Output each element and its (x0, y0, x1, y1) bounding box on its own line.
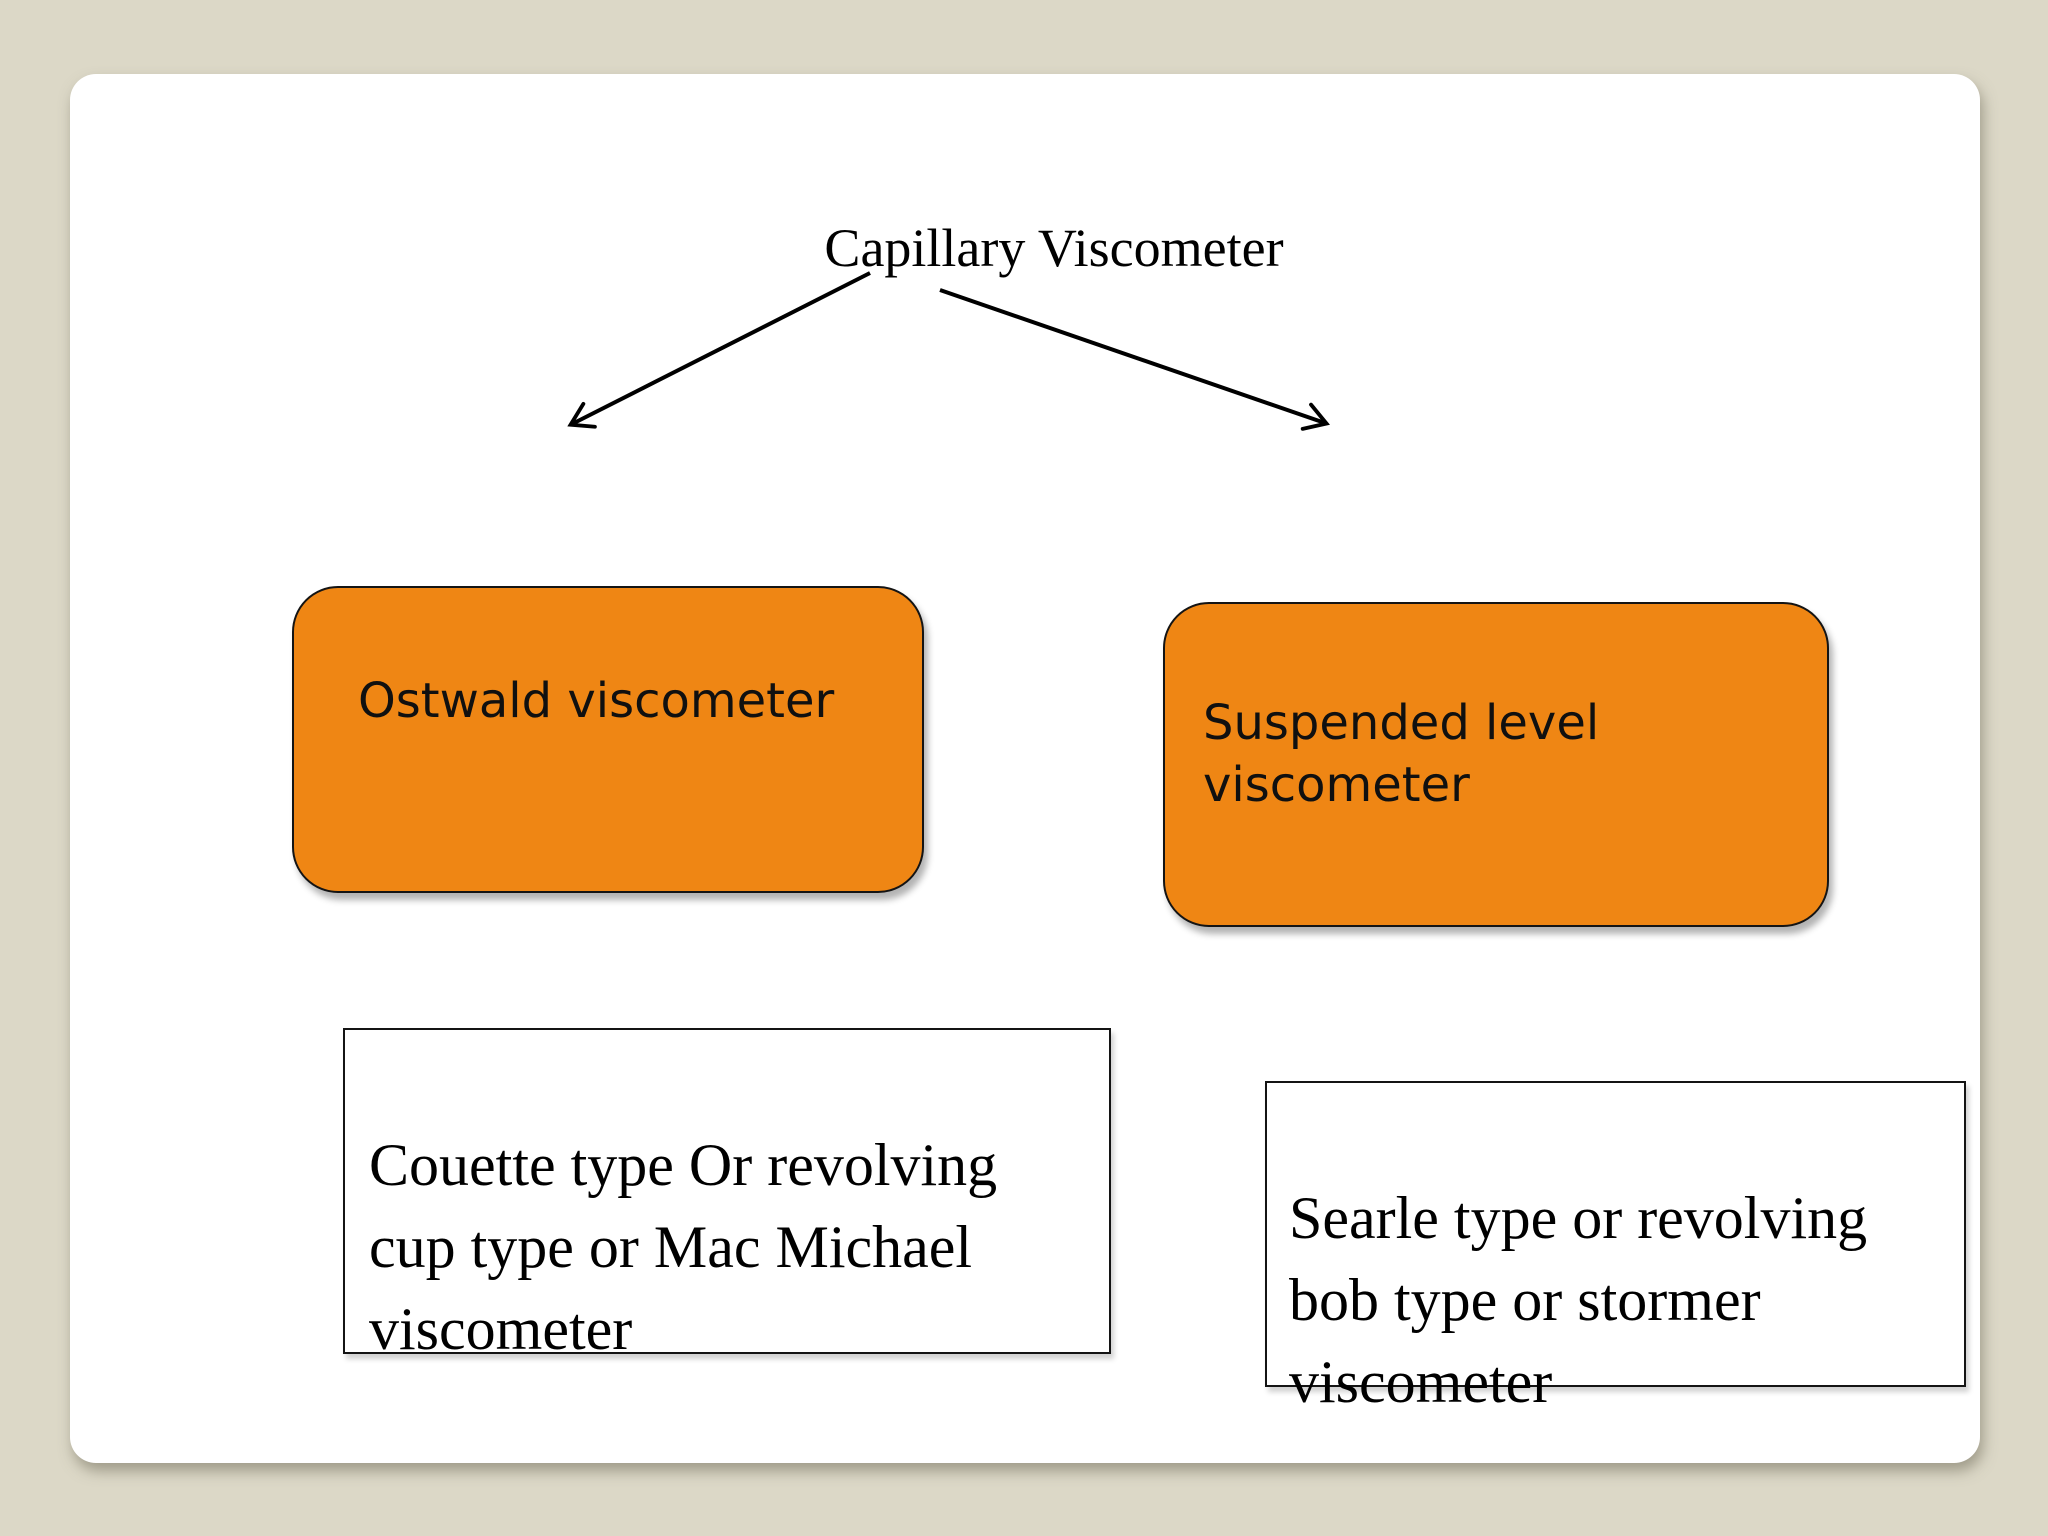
node-suspended-label: Suspended level viscometer (1203, 695, 1600, 813)
note-couette-type: Couette type Or revolving cup type or Ma… (343, 1028, 1111, 1362)
node-suspended-level-viscometer: Suspended level viscometer (1163, 602, 1829, 927)
node-ostwald-viscometer: Ostwald viscometer (292, 586, 924, 893)
note-searle-type: Searle type or revolving bob type or sto… (1265, 1081, 1966, 1415)
node-ostwald-label: Ostwald viscometer (358, 673, 835, 729)
note-searle-text: Searle type or revolving bob type or sto… (1289, 1185, 1868, 1415)
slide-title: Capillary Viscometer (824, 218, 1284, 278)
slide: Capillary Viscometer Ostwald viscometer … (70, 74, 1980, 1463)
note-couette-text: Couette type Or revolving cup type or Ma… (369, 1132, 998, 1362)
